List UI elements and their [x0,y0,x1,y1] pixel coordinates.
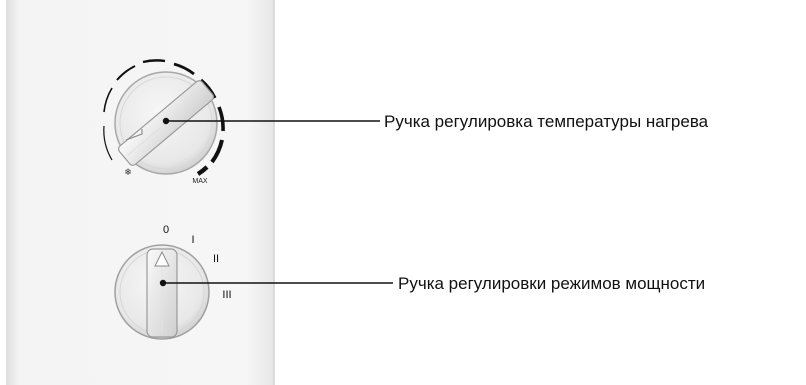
temperature-knob-callout-label: Ручка регулировка температуры нагрева [384,112,709,131]
min-frost-symbol: ❄ [124,168,132,178]
power-pointer-arrow [154,250,170,267]
power-position-1: I [191,234,194,246]
temperature-scale-arc [103,59,225,176]
power-mode-dial[interactable]: 0 I II III [114,224,232,340]
power-position-3: III [222,289,231,301]
power-position-0: 0 [163,224,169,236]
temperature-pointer-mark [125,129,143,141]
power-position-2: II [213,253,219,265]
power-mode-knob-callout-label: Ручка регулировки режимов мощности [398,274,706,293]
max-label: MAX [192,178,208,185]
